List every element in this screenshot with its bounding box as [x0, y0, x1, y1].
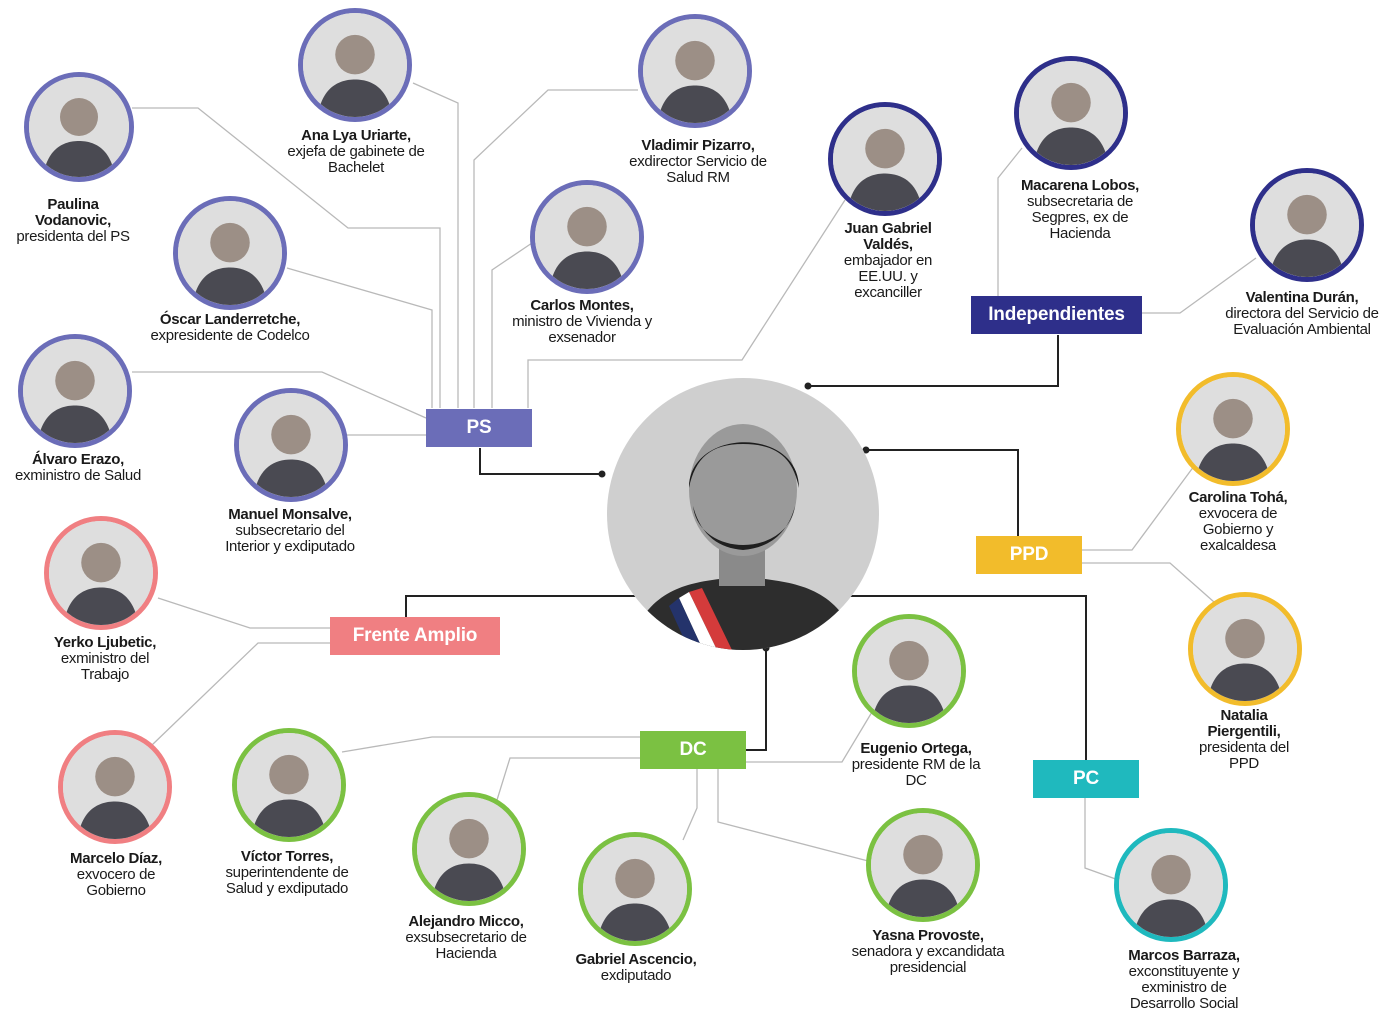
avatar-ana-lya: [298, 8, 412, 122]
connector-alejandro: [496, 757, 640, 801]
connector-marcelo: [151, 642, 330, 746]
person-silhouette-icon: [1181, 377, 1285, 481]
connector-marcos: [1084, 798, 1125, 883]
person-juan-gabriel: Juan Gabriel Valdés,embajador en EE.UU. …: [843, 220, 933, 301]
avatar-manuel: [234, 388, 348, 502]
person-silhouette-icon: [29, 77, 129, 177]
person-silhouette-icon: [237, 733, 341, 837]
person-yerko: Yerko Ljubetic,exministro del Trabajo: [53, 634, 157, 683]
avatar-gabriel: [578, 832, 692, 946]
person-yasna: Yasna Provoste,senadora y excandidata pr…: [851, 927, 1005, 976]
avatar-victor: [232, 728, 346, 842]
avatar-oscar: [173, 196, 287, 310]
person-silhouette-icon: [643, 19, 747, 123]
connector-paulina: [132, 107, 441, 408]
link-center-independientes: [808, 335, 1059, 387]
link-center-pc: [850, 595, 1087, 760]
party-tag-ppd: PPD: [976, 536, 1082, 574]
link-center-ps: [479, 448, 602, 475]
connector-yasna: [717, 768, 873, 863]
party-tag-dc: DC: [640, 731, 746, 769]
person-silhouette-icon: [417, 797, 521, 901]
person-silhouette-icon: [1119, 833, 1223, 937]
person-silhouette-icon: [1255, 173, 1359, 277]
avatar-carlos: [530, 180, 644, 294]
person-paulina: Paulina Vodanovic,presidenta del PS: [16, 196, 130, 245]
party-tag-pc: PC: [1033, 760, 1139, 798]
avatar-marcelo: [58, 730, 172, 844]
party-tag-frente-amplio: Frente Amplio: [330, 617, 500, 655]
person-silhouette-icon: [833, 107, 937, 211]
party-tag-ps: PS: [426, 409, 532, 447]
person-valentina: Valentina Durán,directora del Servicio d…: [1225, 289, 1379, 338]
link-center-frente-amplio: [405, 595, 656, 617]
person-ana-lya: Ana Lya Uriarte,exjefa de gabinete de Ba…: [287, 127, 425, 176]
connector-yerko: [157, 597, 330, 629]
connector-natalia: [1082, 562, 1215, 603]
person-alejandro: Alejandro Micco,exsubsecretario de Hacie…: [405, 913, 527, 962]
person-manuel: Manuel Monsalve,subsecretario del Interi…: [225, 506, 355, 555]
avatar-alejandro: [412, 792, 526, 906]
person-silhouette-icon: [178, 201, 282, 305]
party-tag-independientes: Independientes: [971, 296, 1142, 334]
person-silhouette-icon: [535, 185, 639, 289]
person-natalia: Natalia Piergentili,presidenta del PPD: [1198, 707, 1290, 772]
person-marcos: Marcos Barraza,exconstituyente y exminis…: [1128, 947, 1240, 1012]
avatar-natalia: [1188, 592, 1302, 706]
person-silhouette-icon: [1193, 597, 1297, 701]
connector-eugenio: [745, 711, 873, 763]
avatar-eugenio: [852, 614, 966, 728]
person-silhouette-icon: [857, 619, 961, 723]
avatar-juan-gabriel: [828, 102, 942, 216]
person-marcelo: Marcelo Díaz,exvocero de Gobierno: [70, 850, 162, 899]
person-silhouette-icon: [23, 339, 127, 443]
connector-vladimir: [473, 89, 638, 408]
person-silhouette-icon: [871, 813, 975, 917]
person-silhouette-icon: [583, 837, 687, 941]
person-vladimir: Vladimir Pizarro,exdirector Servicio de …: [629, 137, 767, 186]
avatar-vladimir: [638, 14, 752, 128]
connector-victor: [341, 736, 640, 753]
connector-juan-gabriel: [527, 199, 846, 408]
person-silhouette-icon: [1019, 61, 1123, 165]
person-carolina: Carolina Tohá,exvocera de Gobierno y exa…: [1188, 489, 1288, 554]
avatar-paulina: [24, 72, 134, 182]
avatar-alvaro: [18, 334, 132, 448]
connector-gabriel: [682, 768, 698, 841]
person-victor: Víctor Torres,superintendente de Salud y…: [225, 848, 349, 897]
person-gabriel: Gabriel Ascencio,exdiputado: [575, 951, 697, 984]
person-silhouette-icon: [63, 735, 167, 839]
person-macarena: Macarena Lobos,subsecretaria de Segpres,…: [1020, 177, 1140, 242]
connector-ana-lya: [412, 82, 459, 408]
avatar-valentina: [1250, 168, 1364, 282]
connector-oscar: [286, 267, 433, 408]
person-carlos: Carlos Montes,ministro de Vivienda y exs…: [512, 297, 652, 346]
link-center-ppd: [866, 449, 1019, 536]
center-portrait: [607, 378, 879, 650]
avatar-marcos: [1114, 828, 1228, 942]
connector-macarena: [997, 147, 1023, 297]
connector-carolina: [1082, 457, 1201, 551]
person-silhouette-icon: [49, 521, 153, 625]
person-alvaro: Álvaro Erazo,exministro de Salud: [14, 451, 142, 484]
person-silhouette-icon: [303, 13, 407, 117]
avatar-yasna: [866, 808, 980, 922]
link-center-dc: [746, 648, 767, 751]
avatar-carolina: [1176, 372, 1290, 486]
connector-alvaro: [132, 371, 427, 419]
person-silhouette-icon: [239, 393, 343, 497]
connector-carlos: [491, 242, 533, 408]
person-eugenio: Eugenio Ortega,presidente RM de la DC: [851, 740, 981, 789]
connector-valentina: [1142, 257, 1257, 314]
avatar-yerko: [44, 516, 158, 630]
avatar-macarena: [1014, 56, 1128, 170]
person-oscar: Óscar Landerretche,expresidente de Codel…: [150, 311, 310, 344]
